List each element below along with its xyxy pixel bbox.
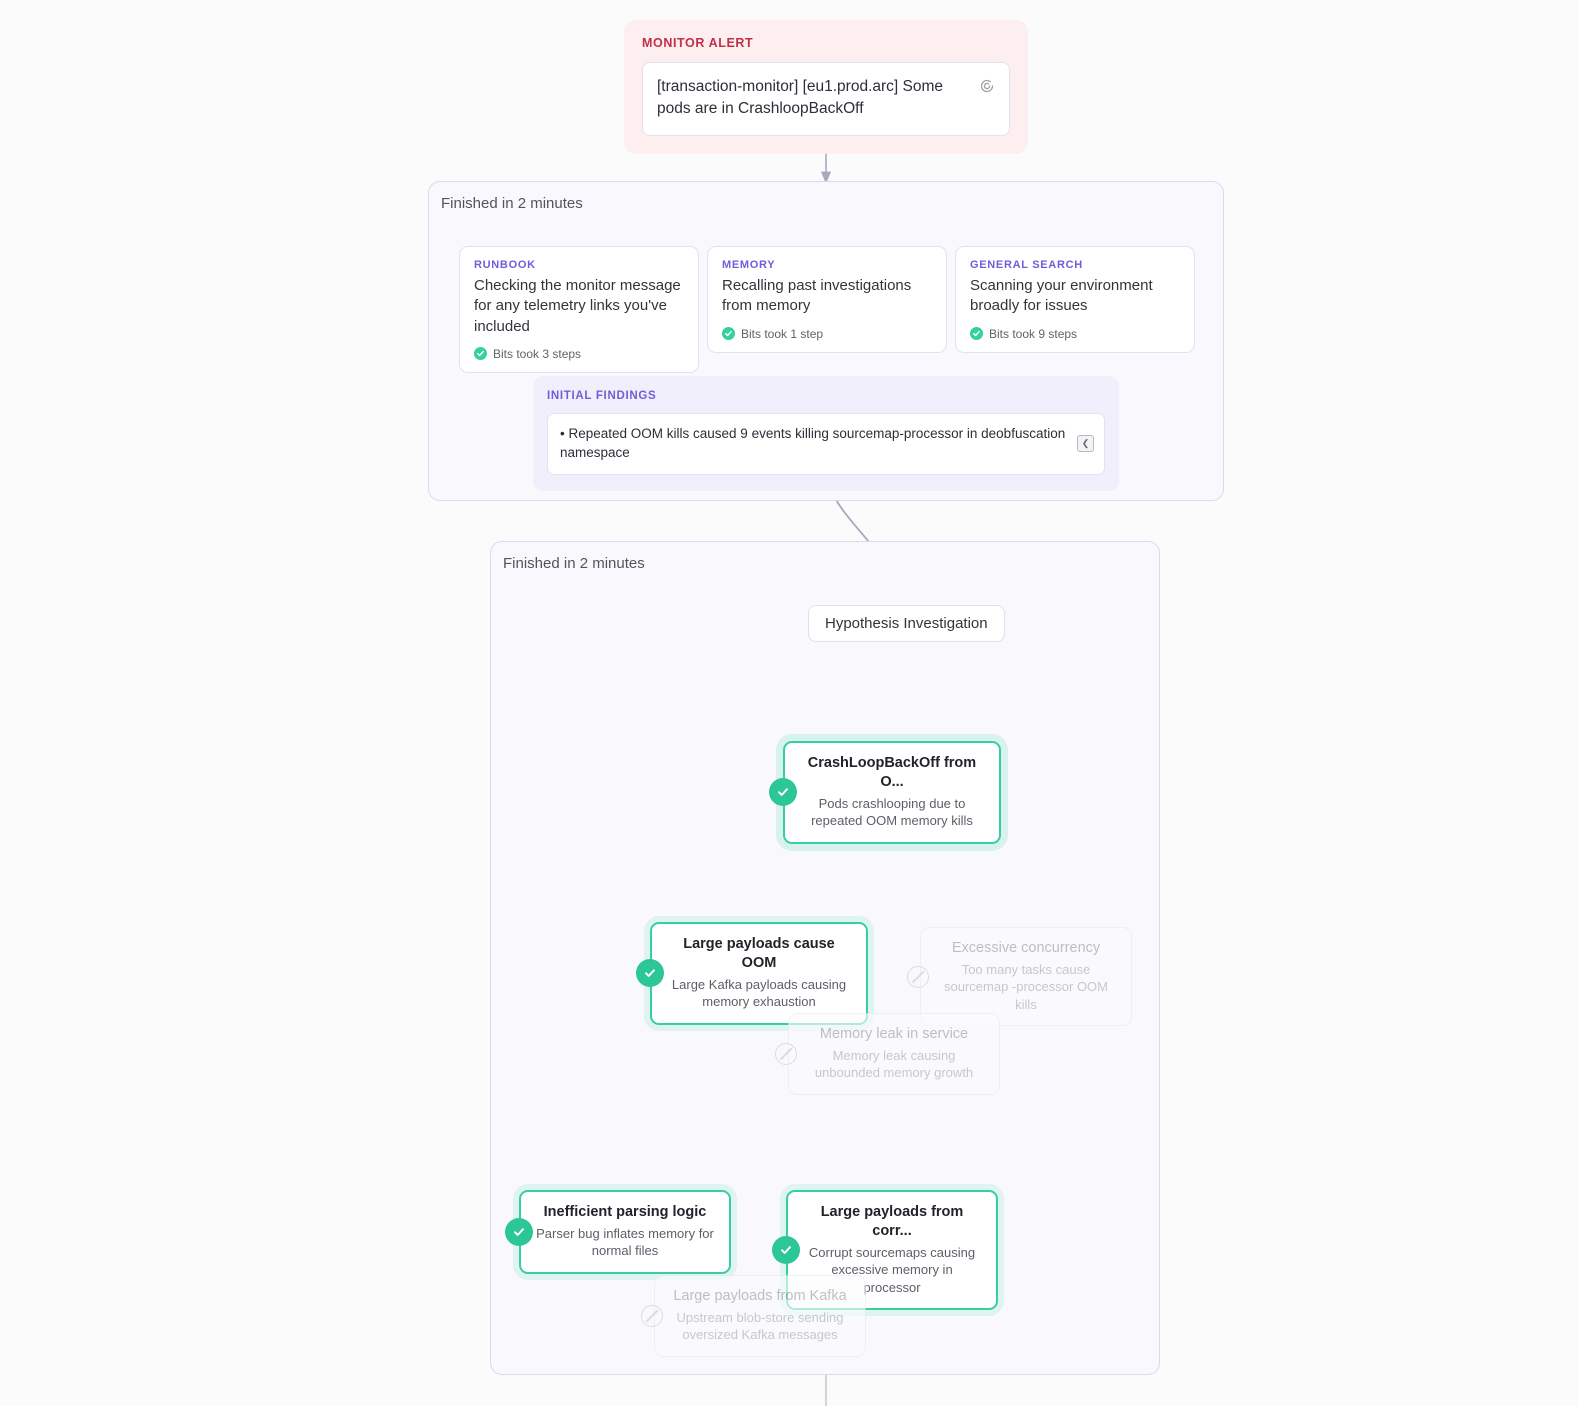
phase2-status: Finished in 2 minutes: [503, 555, 645, 572]
confirmed-badge-icon: [769, 778, 797, 807]
monitor-alert-message: [transaction-monitor] [eu1.prod.arc] Som…: [657, 78, 944, 118]
tool-card-runbook[interactable]: RUNBOOK Checking the monitor message for…: [459, 246, 699, 373]
hypothesis-node-memory-leak[interactable]: Memory leak in service Memory leak causi…: [775, 1013, 1000, 1095]
hypothesis-subtitle: Too many tasks cause sourcemap -processo…: [944, 961, 1108, 1012]
confirmed-badge-icon: [772, 1236, 800, 1265]
hypothesis-title: Excessive concurrency: [951, 940, 1101, 956]
tool-kind: MEMORY: [722, 259, 776, 271]
tool-description: Recalling past investigations from memor…: [722, 277, 912, 315]
check-icon: [722, 327, 735, 340]
hypothesis-subtitle: Parser bug inflates memory for normal fi…: [536, 1225, 714, 1259]
tool-card-memory[interactable]: MEMORY Recalling past investigations fro…: [707, 246, 947, 353]
hypothesis-subtitle: Memory leak causing unbounded memory gro…: [814, 1047, 974, 1081]
rejected-badge-icon: [907, 965, 929, 988]
hypothesis-title: Large payloads from corr...: [820, 1204, 964, 1239]
tool-description: Scanning your environment broadly for is…: [970, 277, 1153, 315]
monitor-alert-label: MONITOR ALERT: [642, 36, 754, 50]
tool-card-general-search[interactable]: GENERAL SEARCH Scanning your environment…: [955, 246, 1195, 353]
spiral-icon: [979, 78, 995, 99]
tool-steps: Bits took 9 steps: [970, 327, 1180, 341]
confirmed-badge-icon: [636, 959, 664, 988]
hypothesis-node-kafka-payloads[interactable]: Large payloads from Kafka Upstream blob-…: [641, 1275, 866, 1357]
hypothesis-subtitle: Large Kafka payloads causing memory exha…: [671, 976, 847, 1010]
hypothesis-node-root[interactable]: CrashLoopBackOff from O... Pods crashloo…: [769, 741, 1001, 844]
tool-steps-label: Bits took 3 steps: [493, 346, 582, 361]
confirmed-badge-icon: [505, 1217, 533, 1246]
tool-kind: GENERAL SEARCH: [970, 259, 1083, 271]
tool-description: Checking the monitor message for any tel…: [474, 277, 681, 335]
tool-kind: RUNBOOK: [474, 259, 536, 271]
hypothesis-title: Large payloads cause OOM: [683, 936, 835, 971]
initial-findings-row: • Repeated OOM kills caused 9 events kil…: [547, 413, 1105, 475]
hypothesis-node-excessive-concurrency[interactable]: Excessive concurrency Too many tasks cau…: [907, 927, 1132, 1027]
initial-findings-label: INITIAL FINDINGS: [547, 390, 657, 402]
tool-steps-label: Bits took 1 step: [741, 326, 824, 341]
hypothesis-subtitle: Corrupt sourcemaps causing excessive mem…: [808, 1244, 976, 1295]
check-icon: [474, 347, 487, 361]
hypothesis-title: Inefficient parsing logic: [543, 1204, 707, 1220]
rejected-badge-icon: [775, 1042, 797, 1065]
code-toggle-icon[interactable]: ❮: [1077, 435, 1094, 453]
initial-findings-panel: INITIAL FINDINGS • Repeated OOM kills ca…: [533, 376, 1119, 491]
hypothesis-subtitle: Upstream blob-store sending oversized Ka…: [676, 1309, 844, 1343]
tool-steps-label: Bits took 9 steps: [989, 326, 1078, 341]
hypothesis-title: Memory leak in service: [819, 1026, 969, 1042]
tool-steps: Bits took 3 steps: [474, 347, 684, 361]
tool-steps: Bits took 1 step: [722, 327, 932, 341]
initial-findings-item: • Repeated OOM kills caused 9 events kil…: [560, 426, 1066, 460]
hypothesis-subtitle: Pods crashlooping due to repeated OOM me…: [811, 795, 973, 829]
hypothesis-title: CrashLoopBackOff from O...: [807, 755, 977, 790]
phase1-status: Finished in 2 minutes: [441, 195, 583, 212]
check-icon: [970, 327, 983, 340]
monitor-alert-message-box[interactable]: [transaction-monitor] [eu1.prod.arc] Som…: [642, 62, 1010, 136]
phase-initial-investigation: Finished in 2 minutes RUNBOOK Checking t…: [428, 181, 1224, 501]
hypothesis-title: Large payloads from Kafka: [673, 1288, 847, 1304]
rejected-badge-icon: [641, 1304, 663, 1327]
hypothesis-node-large-payloads[interactable]: Large payloads cause OOM Large Kafka pay…: [636, 922, 868, 1025]
monitor-alert-card: MONITOR ALERT [transaction-monitor] [eu1…: [624, 20, 1028, 154]
hypothesis-investigation-pill[interactable]: Hypothesis Investigation: [808, 605, 1005, 642]
hypothesis-node-parsing-logic[interactable]: Inefficient parsing logic Parser bug inf…: [505, 1190, 731, 1274]
